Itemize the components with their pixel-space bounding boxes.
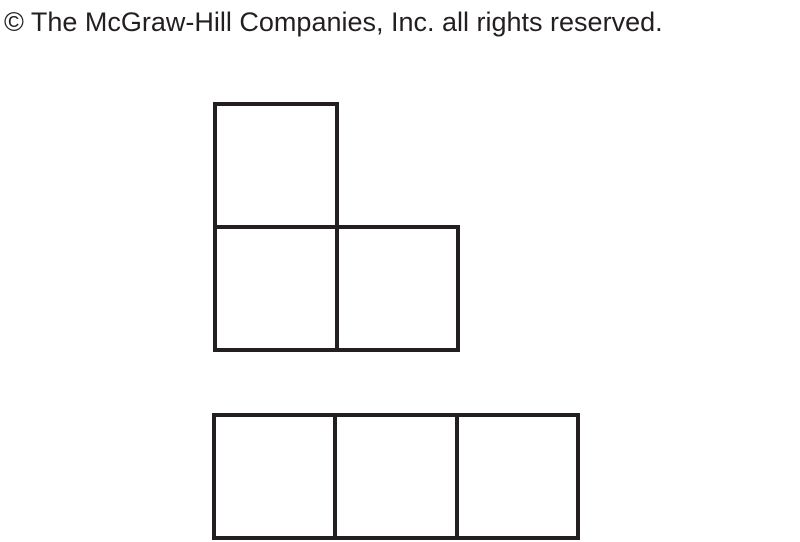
l-tromino-bottom-left-square <box>213 225 339 352</box>
l-tromino-top-square <box>213 102 339 229</box>
l-tromino-bottom-right-square <box>335 225 460 352</box>
copyright-notice: © The McGraw-Hill Companies, Inc. all ri… <box>4 7 663 37</box>
straight-tromino <box>212 413 580 540</box>
l-tromino <box>213 102 460 352</box>
straight-tromino-right-square <box>455 413 580 540</box>
straight-tromino-middle-square <box>333 413 459 540</box>
straight-tromino-left-square <box>212 413 337 540</box>
